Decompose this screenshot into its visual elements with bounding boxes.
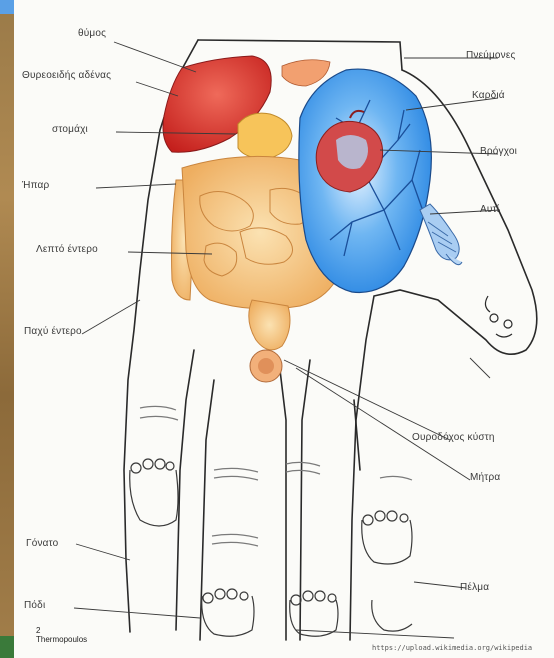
finger-creases: [140, 406, 412, 546]
credit-line-1: 2: [36, 626, 87, 635]
label-knee: Γόνατο: [26, 538, 58, 549]
label-thymus: θύμος: [78, 28, 106, 39]
label-bronchi: Βρόγχοι: [480, 146, 517, 157]
source-url[interactable]: https://upload.wikimedia.org/wikipedia: [372, 644, 554, 652]
label-intestine: Λεπτό έντερο: [36, 244, 98, 255]
label-uterus: Μήτρα: [470, 472, 500, 483]
label-large-intestine: Παχύ έντερο: [24, 326, 82, 337]
label-bladder: Ουροδόχος κύστη: [412, 432, 495, 443]
label-thyroid: Θυρεοειδής αδένας: [22, 70, 111, 81]
label-sole: Πέλμα: [460, 582, 489, 593]
stomach-organ: [238, 113, 292, 158]
label-heart: Καρδιά: [472, 90, 505, 101]
label-liver: Ήπαρ: [22, 180, 49, 191]
label-foot: Πόδι: [24, 600, 45, 611]
thumb-face: [485, 296, 512, 337]
fingertip-feet: [130, 459, 412, 636]
label-lung: Πνεύμονες: [466, 50, 516, 61]
label-stomach: στομάχι: [52, 124, 88, 135]
liver-right-lobe: [282, 60, 330, 86]
credit-line-2: Thermopoulos: [36, 635, 87, 644]
credit-block: 2 Thermopoulos: [36, 626, 87, 644]
label-ear: Αυτί: [480, 204, 499, 215]
